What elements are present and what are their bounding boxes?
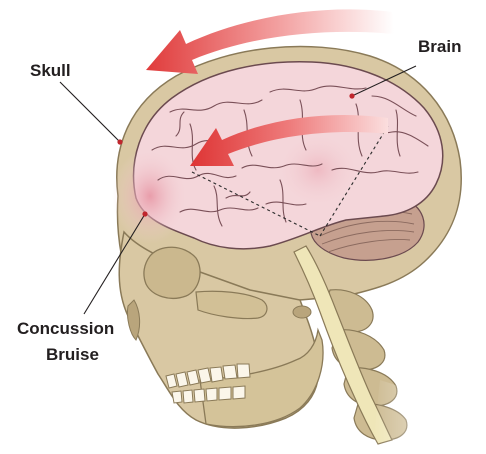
bruise-glow-back — [276, 132, 360, 208]
concussion-label: Concussion — [17, 318, 114, 339]
bruise-glow — [112, 148, 188, 244]
neck-fade — [372, 380, 486, 454]
brain-pointer-dot — [349, 93, 354, 98]
skull-pointer-line — [60, 82, 120, 142]
bruise-label: Bruise — [46, 344, 99, 365]
ear-canal — [293, 306, 311, 318]
skull-label: Skull — [30, 60, 71, 81]
brain-label: Brain — [418, 36, 461, 57]
eye-socket — [144, 247, 200, 298]
bruise-pointer-dot — [142, 211, 147, 216]
skull-pointer-dot — [117, 139, 122, 144]
